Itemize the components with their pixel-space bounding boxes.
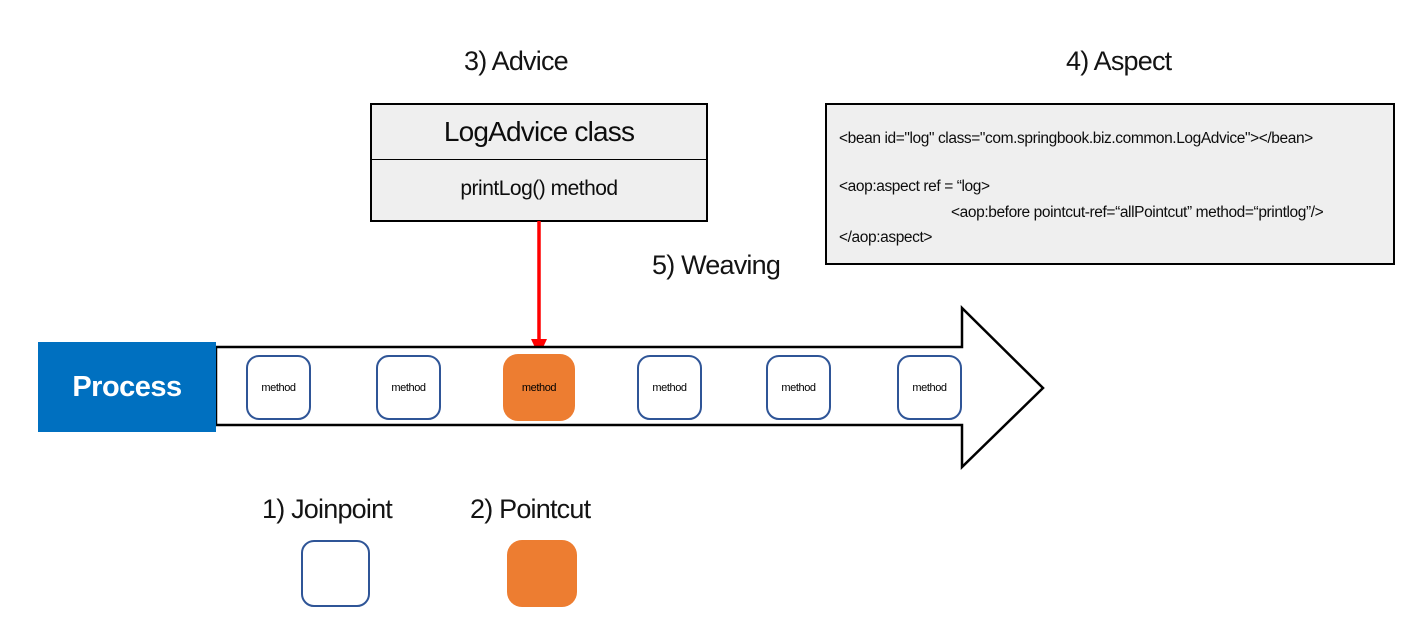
method-node-5: method [766,355,831,420]
method-node-1: method [246,355,311,420]
method-node-label: method [391,381,426,394]
method-node-label: method [781,381,816,394]
pointcut-title: 2) Pointcut [470,494,591,524]
process-label-text: Process [72,370,182,403]
method-node-label: method [912,381,947,394]
process-flow-arrow [214,305,1045,470]
aspect-title: 4) Aspect [1066,46,1172,76]
method-node-label: method [261,381,296,394]
method-node-3-pointcut: method [503,354,575,421]
aspect-xml-box: <bean id="log" class="com.springbook.biz… [825,103,1395,265]
logadvice-class-name: LogAdvice class [372,105,706,160]
weaving-title: 5) Weaving [652,250,781,280]
method-node-label: method [521,381,557,394]
aspect-code-line-aspect-close: </aop:aspect> [839,229,933,246]
joinpoint-title: 1) Joinpoint [262,494,393,524]
method-node-6: method [897,355,962,420]
process-label-box: Process [38,342,216,432]
advice-title: 3) Advice [464,46,569,76]
method-node-2: method [376,355,441,420]
aspect-code-line-bean: <bean id="log" class="com.springbook.biz… [839,130,1313,147]
pointcut-legend-swatch [507,540,577,607]
logadvice-class-box: LogAdvice class printLog() method [370,103,708,222]
aspect-code-line-before: <aop:before pointcut-ref=“allPointcut” m… [951,204,1324,221]
joinpoint-legend-swatch [301,540,370,607]
printlog-method-name: printLog() method [460,177,618,200]
method-node-4: method [637,355,702,420]
method-node-label: method [652,381,687,394]
aspect-code-line-aspect-open: <aop:aspect ref = “log> [839,178,990,195]
